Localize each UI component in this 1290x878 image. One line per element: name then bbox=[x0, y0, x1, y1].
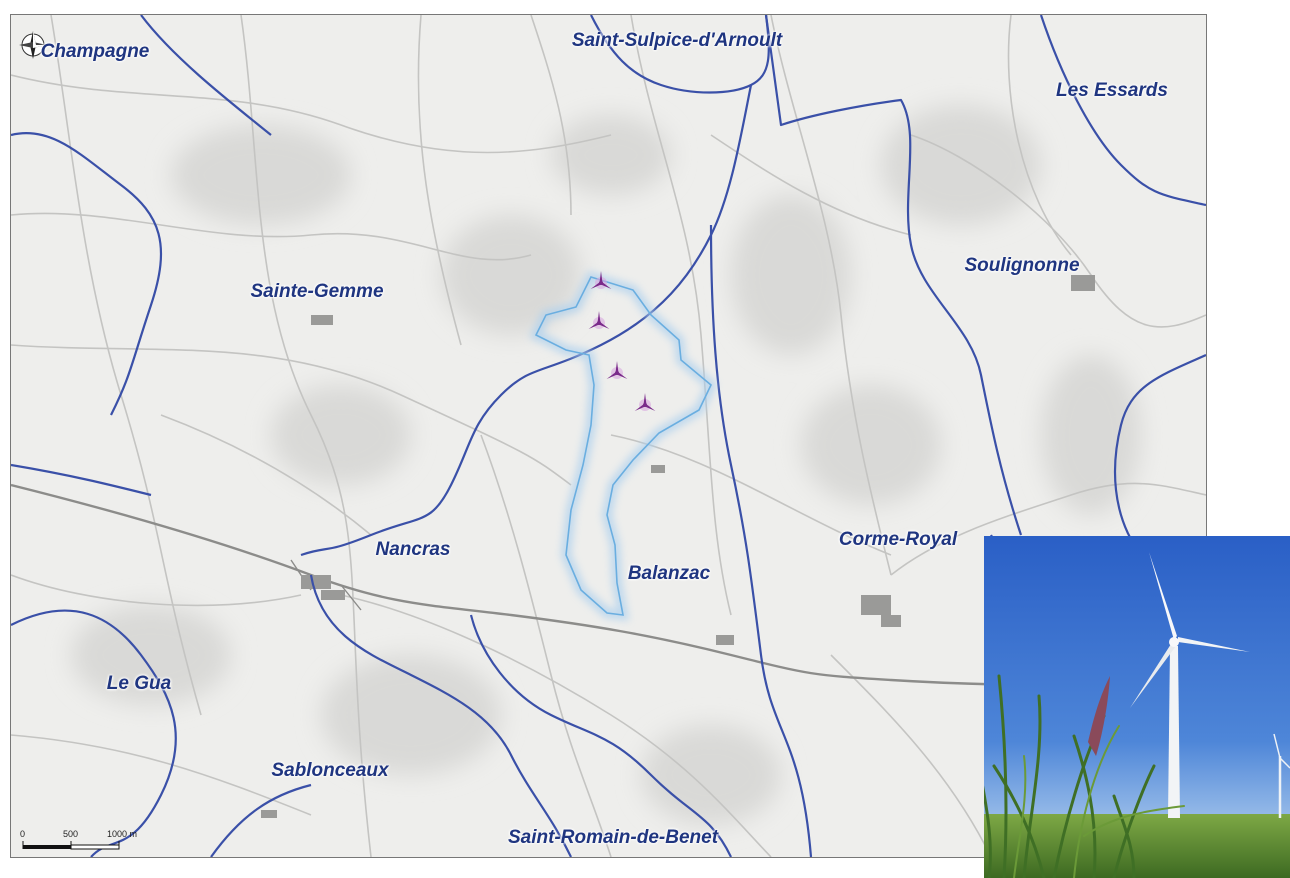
map-frame[interactable]: Champagne Saint-Sulpice-d'Arnoult Les Es… bbox=[10, 14, 1207, 858]
label-soulignonne: Soulignonne bbox=[964, 255, 1080, 276]
label-saint-romain-de-benet: Saint-Romain-de-Benet bbox=[507, 827, 719, 848]
label-saint-sulpice-d-arnoult: Saint-Sulpice-d'Arnoult bbox=[571, 30, 783, 51]
compass-rose-icon bbox=[19, 31, 47, 59]
label-corme-royal: Corme-Royal bbox=[838, 529, 958, 550]
scale-tick-500: 500 bbox=[63, 829, 79, 839]
label-sablonceaux: Sablonceaux bbox=[271, 760, 389, 781]
wind-turbine-icon[interactable] bbox=[590, 271, 612, 290]
terrain-patches bbox=[71, 105, 1141, 825]
label-nancras: Nancras bbox=[375, 539, 451, 560]
label-le-gua: Le Gua bbox=[106, 673, 172, 694]
wind-turbine-photo bbox=[984, 536, 1290, 878]
map-canvas[interactable] bbox=[11, 15, 1206, 857]
wind-farm-zone bbox=[529, 270, 718, 621]
wind-turbine-icon[interactable] bbox=[634, 393, 656, 412]
scale-tick-1000m: 1000 m bbox=[107, 829, 138, 839]
villages bbox=[261, 275, 1095, 818]
wind-turbines bbox=[588, 271, 656, 412]
wind-turbine-icon[interactable] bbox=[588, 311, 610, 330]
scale-tick-0: 0 bbox=[20, 829, 26, 839]
label-sainte-gemme: Sainte-Gemme bbox=[250, 281, 384, 302]
label-balanzac: Balanzac bbox=[627, 563, 711, 584]
wind-turbine-icon[interactable] bbox=[606, 361, 628, 380]
label-les-essards: Les Essards bbox=[1056, 80, 1168, 101]
label-champagne: Champagne bbox=[40, 41, 150, 62]
scale-bar bbox=[22, 841, 120, 850]
